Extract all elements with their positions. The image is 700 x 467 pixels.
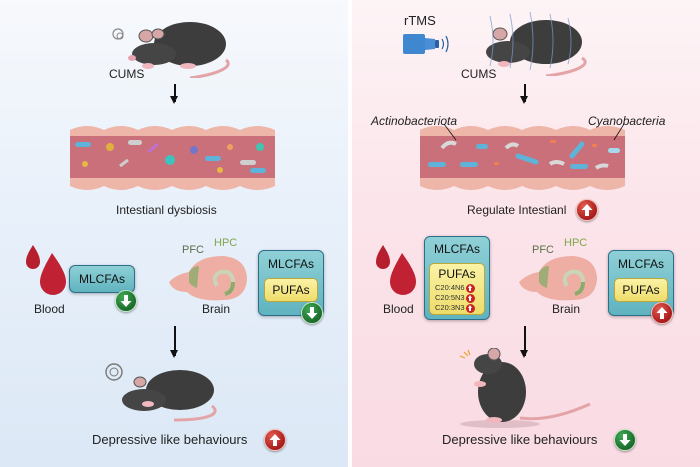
treatment-panel — [352, 0, 700, 467]
panel-divider — [348, 0, 352, 467]
stressed-mouse-icon — [112, 22, 230, 78]
flow-arrow — [171, 84, 177, 104]
intestine-label-right: Regulate Intestianl — [467, 203, 567, 217]
flow-arrow — [171, 326, 177, 358]
up-arrow-badge-icon — [264, 429, 286, 451]
blood-drop-icon — [376, 245, 416, 295]
brain-label-right: Brain — [552, 302, 581, 316]
brain-icon — [519, 256, 597, 301]
active-mouse-icon — [459, 348, 591, 428]
actinobacteriota-label: Actinobacteriota — [371, 114, 458, 128]
cyanobacteria-label: Cyanobacteria — [588, 114, 666, 128]
mlcfas-label: MLCFAs — [267, 257, 314, 271]
cums-label-left: CUMS — [109, 67, 145, 81]
blood-label-left: Blood — [34, 302, 65, 316]
rtms-label: rTMS — [404, 13, 436, 28]
mlcfas-label: MLCFAs — [617, 257, 664, 271]
fatty-acid-item: C20:3N3 — [430, 303, 484, 313]
down-arrow-badge-icon — [115, 290, 137, 312]
pufas-label: PUFAs — [438, 267, 476, 281]
treated-mouse-icon — [486, 11, 587, 76]
intestine-label-left: Intestianl dysbiosis — [116, 203, 217, 217]
blood-lipid-box: MLCFAs PUFAs C20:4N6 C20:5N3 C20:3N3 — [424, 236, 490, 320]
mlcfas-label: MLCFAs — [78, 272, 125, 286]
pufas-label: PUFAs — [272, 283, 310, 297]
pufas-box: PUFAs C20:4N6 C20:5N3 C20:3N3 — [429, 263, 485, 315]
pufas-box: PUFAs — [614, 278, 668, 302]
pfc-label-right: PFC — [532, 244, 554, 256]
outcome-label-left: Depressive like behaviours — [92, 432, 248, 447]
blood-mlcfas-box: MLCFAs — [69, 265, 135, 293]
outcome-label-right: Depressive like behaviours — [442, 432, 598, 447]
up-arrow-badge-icon — [651, 302, 673, 324]
pufas-box: PUFAs — [264, 278, 318, 302]
brain-icon — [169, 256, 247, 301]
fatty-acid-item: C20:4N6 — [430, 283, 484, 293]
pfc-label-left: PFC — [182, 244, 204, 256]
hpc-label-right: HPC — [564, 237, 588, 249]
rtms-coil-icon — [403, 34, 449, 54]
blood-label-right: Blood — [383, 302, 414, 316]
flow-arrow — [521, 84, 527, 104]
bacteria-pointer-lines — [443, 124, 625, 141]
up-arrow-icon — [465, 293, 475, 303]
down-arrow-badge-icon — [614, 429, 636, 451]
cums-label-right: CUMS — [461, 67, 497, 81]
up-arrow-badge-icon — [576, 199, 598, 221]
hpc-label-left: HPC — [214, 237, 238, 249]
down-arrow-badge-icon — [301, 302, 323, 324]
dysbiotic-intestine-icon — [70, 126, 275, 190]
regulated-intestine-icon — [420, 126, 625, 190]
flow-arrow — [521, 326, 527, 358]
pufas-label: PUFAs — [622, 283, 660, 297]
depressed-mouse-icon — [105, 363, 217, 422]
up-arrow-icon — [465, 303, 475, 313]
up-arrow-icon — [465, 283, 475, 293]
brain-label-left: Brain — [202, 302, 231, 316]
mlcfas-label: MLCFAs — [433, 242, 480, 256]
blood-drop-icon — [26, 245, 66, 295]
fatty-acid-item: C20:5N3 — [430, 293, 484, 303]
